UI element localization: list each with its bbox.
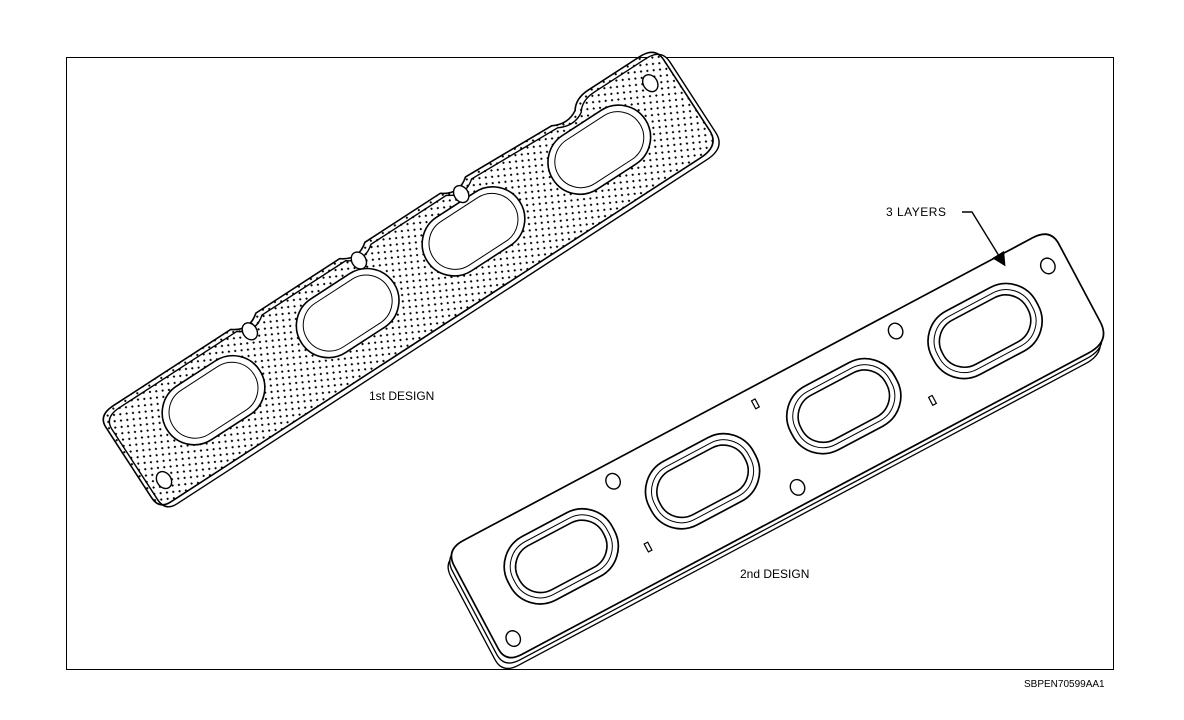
second-gasket-port-4 bbox=[927, 282, 1043, 380]
first-design-gasket bbox=[102, 51, 720, 508]
first-gasket-bolt-hole bbox=[241, 322, 259, 341]
second-design-gasket bbox=[447, 233, 1105, 670]
second-gasket-bolt-hole bbox=[505, 630, 522, 648]
first-gasket-port-2 bbox=[295, 267, 400, 359]
second-gasket-port-2 bbox=[644, 432, 761, 530]
second-gasket-bolt-hole bbox=[605, 472, 622, 490]
second-gasket-bolt-hole bbox=[887, 322, 904, 340]
first-gasket-bolt-hole bbox=[641, 74, 659, 93]
first-gasket-bolt-hole bbox=[350, 251, 368, 270]
second-gasket-port-1 bbox=[503, 508, 620, 605]
second-design-label: 2nd DESIGN bbox=[740, 567, 810, 581]
diagram-frame bbox=[66, 57, 1114, 670]
second-gasket-bolt-hole bbox=[1039, 257, 1056, 275]
second-gasket-slot bbox=[927, 394, 938, 407]
second-gasket-slot bbox=[750, 398, 761, 410]
first-gasket-bolt-hole bbox=[452, 184, 470, 204]
layers-callout-label: 3 LAYERS bbox=[886, 205, 947, 219]
first-gasket-port-1 bbox=[161, 354, 266, 446]
second-gasket-bolt-hole bbox=[789, 478, 806, 496]
layers-callout-arrow bbox=[962, 211, 1006, 267]
second-gasket-slot bbox=[643, 541, 653, 553]
reference-code: SBPEN70599AA1 bbox=[1024, 679, 1105, 690]
first-gasket-bolt-hole bbox=[155, 470, 173, 490]
first-gasket-port-3 bbox=[421, 186, 526, 277]
second-gasket-port-3 bbox=[785, 357, 902, 455]
first-gasket-port-4 bbox=[547, 104, 652, 196]
first-design-label: 1st DESIGN bbox=[369, 389, 435, 403]
